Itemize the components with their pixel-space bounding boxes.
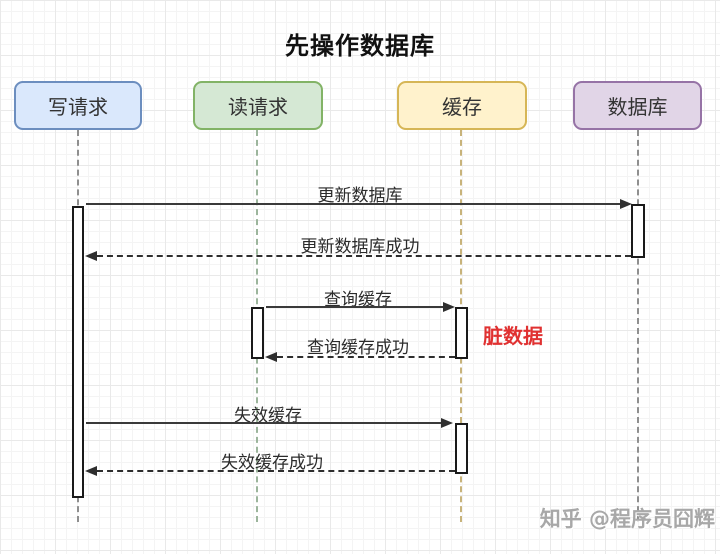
actor-box-write-request: 写请求 xyxy=(14,81,142,130)
actor-box-database: 数据库 xyxy=(573,81,702,130)
actor-label-read-request: 读请求 xyxy=(228,95,288,119)
arrowhead-left-icon xyxy=(85,251,97,261)
message-label-query-cache: 查询缓存 xyxy=(324,290,392,310)
message-label-query-cache-success: 查询缓存成功 xyxy=(307,338,409,358)
activation-bar-write-request xyxy=(72,206,84,498)
actor-box-cache: 缓存 xyxy=(397,81,527,130)
message-arrow-update-db xyxy=(86,203,620,205)
message-label-update-db-success: 更新数据库成功 xyxy=(300,237,420,257)
message-label-invalidate-cache: 失效缓存 xyxy=(234,406,302,426)
watermark: 知乎 @程序员囧辉 xyxy=(539,507,715,531)
activation-bar-cache-query xyxy=(455,307,468,359)
message-arrow-query-cache xyxy=(266,306,443,308)
actor-label-database: 数据库 xyxy=(607,95,668,119)
message-label-update-db: 更新数据库 xyxy=(317,186,403,206)
message-arrow-update-db-success xyxy=(97,255,631,257)
arrowhead-left-icon xyxy=(265,352,277,362)
actor-box-read-request: 读请求 xyxy=(193,81,323,130)
arrowhead-right-icon xyxy=(443,302,455,312)
dirty-data-annotation: 脏数据 xyxy=(483,324,543,348)
activation-bar-database xyxy=(631,204,645,258)
diagram-title: 先操作数据库 xyxy=(285,32,435,60)
message-arrow-invalidate-cache xyxy=(86,422,441,424)
actor-label-cache: 缓存 xyxy=(442,95,482,119)
arrowhead-left-icon xyxy=(85,466,97,476)
activation-bar-read-request xyxy=(251,307,264,359)
activation-bar-cache-invalidate xyxy=(455,423,468,474)
message-label-invalidate-cache-success: 失效缓存成功 xyxy=(221,453,323,473)
arrowhead-right-icon xyxy=(441,418,453,428)
actor-label-write-request: 写请求 xyxy=(48,95,108,119)
lifeline-database xyxy=(637,130,639,522)
arrowhead-right-icon xyxy=(620,199,632,209)
message-arrow-query-cache-success xyxy=(277,356,455,358)
message-arrow-invalidate-cache-success xyxy=(97,470,455,472)
